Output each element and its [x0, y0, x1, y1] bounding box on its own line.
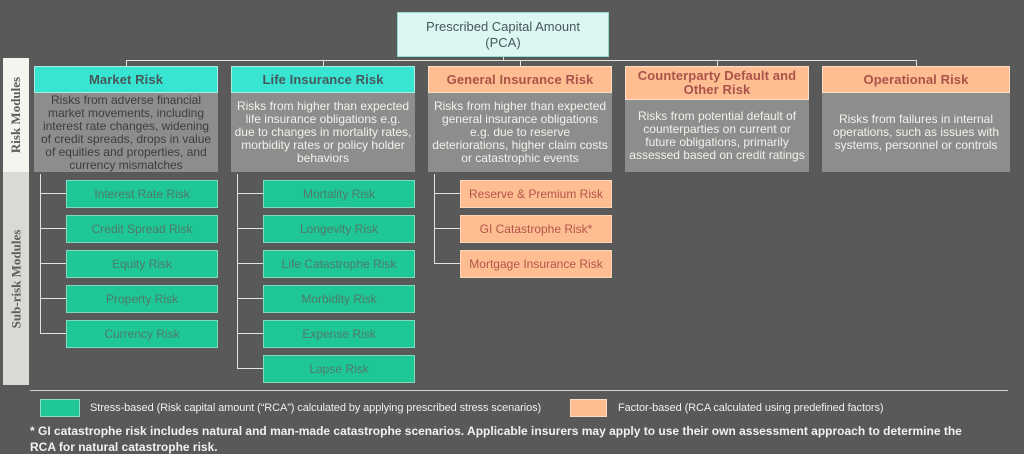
connector-line — [126, 60, 917, 61]
subrisk-box: Interest Rate Risk — [66, 180, 218, 208]
column-header: Life Insurance Risk — [231, 66, 415, 93]
connector-line — [434, 228, 460, 229]
column-counterparty-default-risk: Counterparty Default and Other Risk Risk… — [625, 66, 809, 172]
column-header: Counterparty Default and Other Risk — [625, 66, 809, 100]
column-description: Risks from failures in internal operatio… — [822, 93, 1010, 172]
connector-line — [237, 193, 263, 194]
connector-line — [40, 333, 66, 334]
column-description: Risks from higher than expected general … — [428, 93, 612, 172]
connector-line — [323, 61, 324, 66]
connector-line — [717, 61, 718, 66]
legend-separator-line — [30, 390, 1008, 391]
column-description: Risks from potential default of counterp… — [625, 100, 809, 172]
factor-based-swatch — [570, 399, 607, 417]
subrisks-life: Mortality Risk Longevity Risk Life Catas… — [263, 180, 415, 390]
sub-risk-modules-strip: Sub-risk Modules — [3, 172, 29, 385]
connector-line — [503, 57, 504, 61]
connector-line — [237, 263, 263, 264]
connector-line — [237, 368, 263, 369]
stress-based-legend-label: Stress-based (Risk capital amount (“RCA”… — [90, 402, 542, 414]
connector-line — [40, 228, 66, 229]
column-life-insurance-risk: Life Insurance Risk Risks from higher th… — [231, 66, 415, 172]
subrisk-box: Mortality Risk — [263, 180, 415, 208]
connector-line — [916, 61, 917, 66]
connector-line — [40, 298, 66, 299]
stress-based-swatch — [40, 399, 80, 417]
risk-modules-label: Risk Modules — [8, 76, 23, 154]
subrisk-box: Currency Risk — [66, 320, 218, 348]
subrisk-box: Equity Risk — [66, 250, 218, 278]
column-header: General Insurance Risk — [428, 66, 612, 93]
connector-line — [126, 61, 127, 66]
column-description: Risks from adverse financial market move… — [34, 93, 218, 172]
column-general-insurance-risk: General Insurance Risk Risks from higher… — [428, 66, 612, 172]
subrisk-box: Expense Risk — [263, 320, 415, 348]
column-header: Operational Risk — [822, 66, 1010, 93]
risk-modules-strip: Risk Modules — [3, 58, 29, 172]
connector-line — [237, 174, 238, 369]
column-market-risk: Market Risk Risks from adverse financial… — [34, 66, 218, 172]
subrisk-box: Lapse Risk — [263, 355, 415, 383]
subrisk-box: GI Catastrophe Risk* — [460, 215, 612, 243]
footnote: * GI catastrophe risk includes natural a… — [30, 424, 962, 454]
connector-line — [237, 333, 263, 334]
subrisk-box: Property Risk — [66, 285, 218, 313]
pca-title-label: Prescribed Capital Amount (PCA) — [426, 18, 580, 50]
connector-line — [434, 193, 460, 194]
subrisk-box: Mortgage Insurance Risk — [460, 250, 612, 278]
subrisk-box: Reserve & Premium Risk — [460, 180, 612, 208]
connector-line — [40, 193, 66, 194]
subrisk-box: Longevity Risk — [263, 215, 415, 243]
connector-line — [237, 228, 263, 229]
column-description: Risks from higher than expected life ins… — [231, 93, 415, 172]
sub-risk-modules-label: Sub-risk Modules — [8, 229, 23, 328]
column-header: Market Risk — [34, 66, 218, 93]
subrisk-box: Life Catastrophe Risk — [263, 250, 415, 278]
pca-title-box: Prescribed Capital Amount (PCA) — [397, 12, 609, 57]
connector-line — [434, 174, 435, 264]
subrisks-general-insurance: Reserve & Premium Risk GI Catastrophe Ri… — [460, 180, 612, 285]
subrisk-box: Credit Spread Risk — [66, 215, 218, 243]
connector-line — [520, 61, 521, 66]
connector-line — [434, 263, 460, 264]
connector-line — [40, 174, 41, 334]
factor-based-legend-label: Factor-based (RCA calculated using prede… — [618, 402, 884, 414]
subrisks-market: Interest Rate Risk Credit Spread Risk Eq… — [66, 180, 218, 355]
subrisk-box: Morbidity Risk — [263, 285, 415, 313]
column-operational-risk: Operational Risk Risks from failures in … — [822, 66, 1010, 172]
connector-line — [40, 263, 66, 264]
connector-line — [237, 298, 263, 299]
